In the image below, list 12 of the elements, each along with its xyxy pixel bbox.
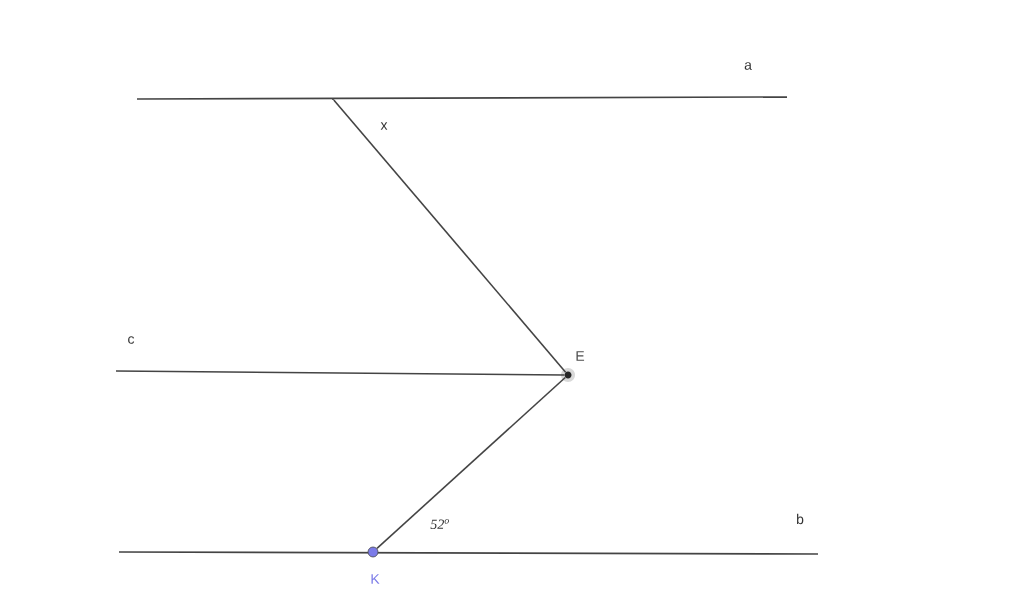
line-segment: [376, 376, 567, 550]
line-label: c: [128, 336, 135, 344]
point-label: K: [371, 574, 380, 584]
angle-label: x: [380, 122, 388, 130]
angle-label: 52$^{o}$: [430, 519, 449, 529]
line-label: a: [744, 62, 752, 70]
line-label: b: [797, 513, 804, 525]
point: [367, 546, 379, 558]
line-segment: [115, 370, 566, 376]
point: [561, 368, 575, 382]
point-label: E: [576, 351, 585, 361]
line-segment: [332, 99, 567, 373]
